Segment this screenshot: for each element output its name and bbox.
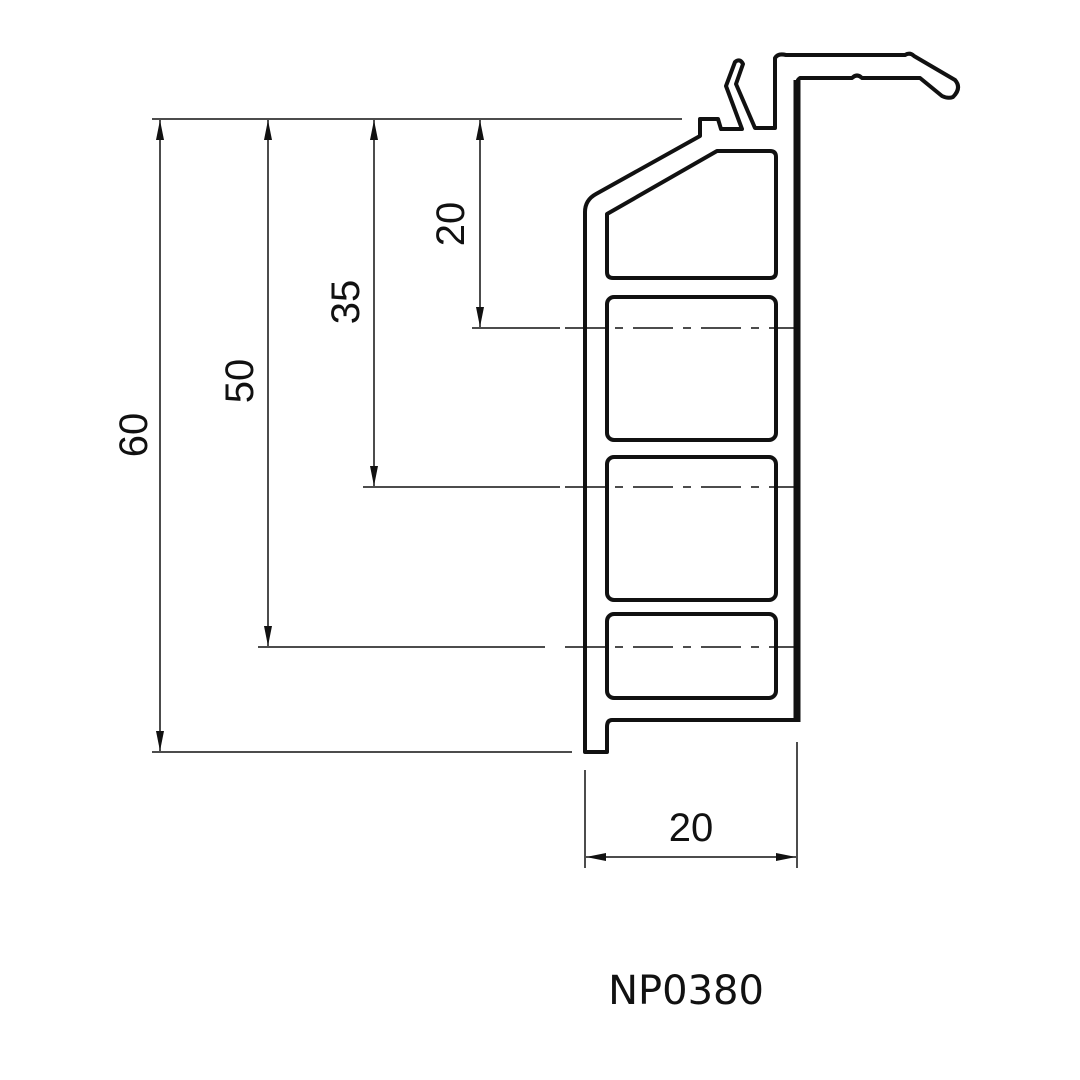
dimension-label-50: 50 bbox=[218, 359, 262, 404]
chamber-4 bbox=[605, 612, 778, 700]
chamber-1 bbox=[605, 149, 778, 280]
center-lines bbox=[565, 327, 800, 648]
part-code: NP0380 bbox=[608, 968, 764, 1014]
dimension-label-60: 60 bbox=[112, 413, 156, 458]
dimension-label-20-horizontal: 20 bbox=[669, 806, 714, 850]
chamber-3 bbox=[605, 455, 778, 602]
dimension-label-20-vertical: 20 bbox=[429, 202, 473, 247]
dimension-label-35: 35 bbox=[324, 280, 368, 325]
extension-lines bbox=[152, 118, 798, 868]
chamber-2 bbox=[605, 295, 778, 442]
